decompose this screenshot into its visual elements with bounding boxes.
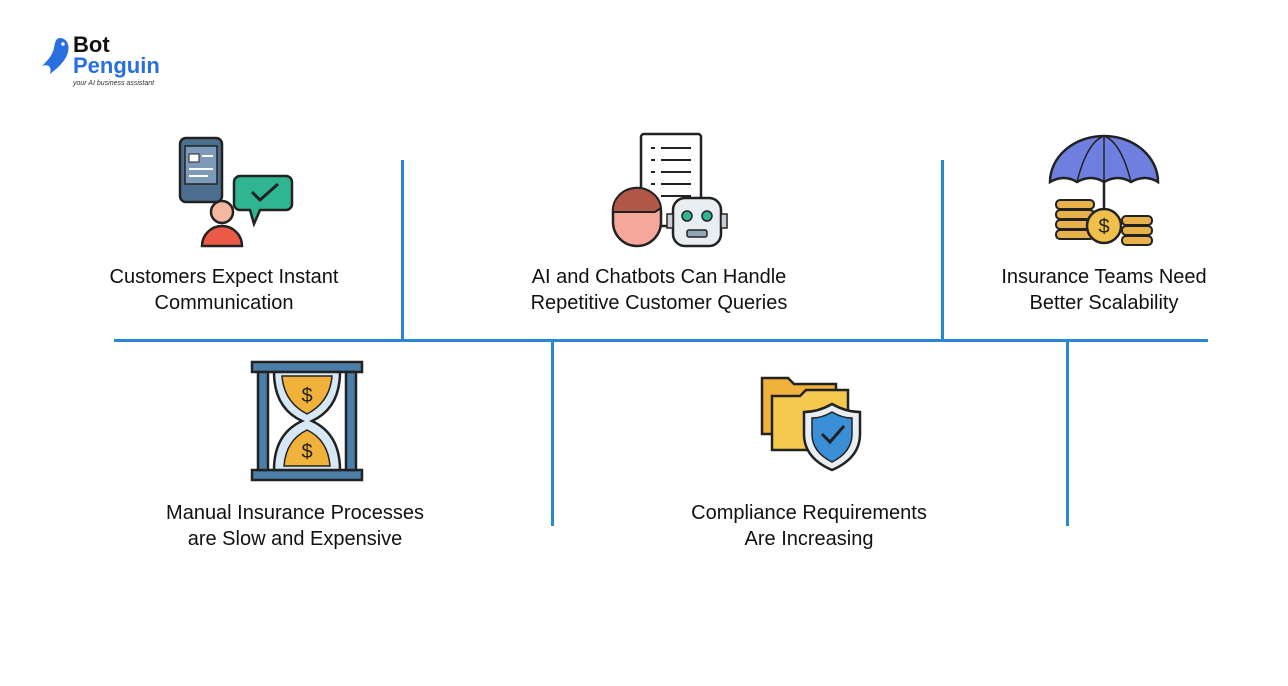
card-label: Manual Insurance Processes are Slow and …	[166, 502, 424, 550]
svg-text:$: $	[301, 385, 312, 407]
card-label: AI and Chatbots Can Handle Repetitive Cu…	[530, 266, 788, 314]
penguin-icon	[42, 38, 69, 74]
horizontal-divider	[114, 339, 1208, 342]
card-manual-processes: $ $ Manual Insurance Processes are Slow …	[134, 360, 456, 560]
brand-name-line1: Bot	[73, 32, 110, 57]
vertical-divider-top-1	[401, 160, 404, 340]
svg-text:$: $	[1098, 216, 1109, 238]
card-label: Compliance Requirements Are Increasing	[691, 502, 927, 550]
card-scalability: $ Insurance Teams Need Better Scalabilit…	[964, 130, 1244, 320]
brand-logo: Bot Penguin your AI business assistant	[40, 34, 180, 94]
brand-tagline: your AI business assistant	[73, 80, 155, 87]
checklist-robot-icon	[611, 132, 728, 248]
umbrella-coins-icon: $	[1048, 134, 1160, 246]
vertical-divider-top-2	[941, 160, 944, 340]
vertical-divider-bottom-2	[1066, 341, 1069, 526]
hourglass-money-icon: $ $	[250, 360, 364, 482]
phone-chat-icon	[178, 136, 294, 248]
card-label: Customers Expect Instant Communication	[109, 266, 339, 314]
vertical-divider-bottom-1	[551, 341, 554, 526]
svg-text:$: $	[301, 441, 312, 463]
card-compliance: Compliance Requirements Are Increasing	[654, 360, 964, 560]
card-instant-communication: Customers Expect Instant Communication	[74, 130, 374, 320]
card-ai-chatbots: AI and Chatbots Can Handle Repetitive Cu…	[494, 130, 824, 320]
card-label: Insurance Teams Need Better Scalability	[1001, 266, 1207, 314]
brand-name-line2: Penguin	[73, 53, 160, 78]
folder-shield-icon	[760, 376, 862, 472]
